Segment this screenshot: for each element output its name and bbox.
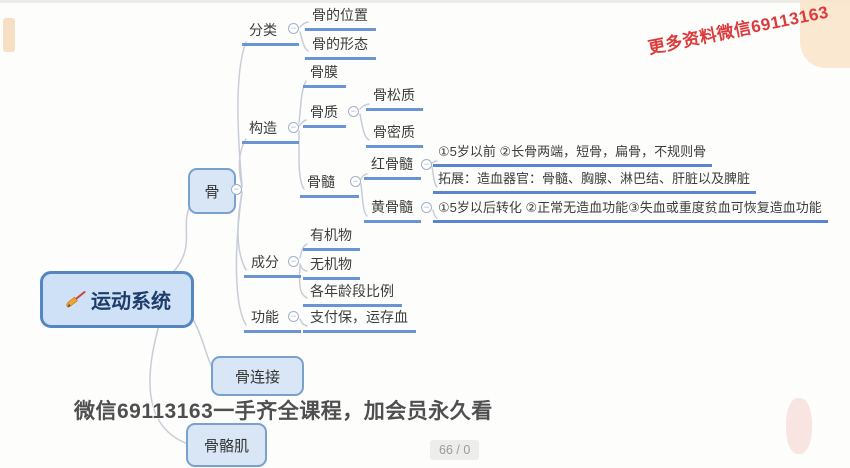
collapse-toggle-classification[interactable]: − (288, 23, 299, 34)
collapse-toggle-bone-substance[interactable]: − (348, 106, 359, 117)
collapse-toggle-bone[interactable]: − (231, 184, 242, 195)
topic-spongy-bone[interactable]: 骨松质 (366, 85, 423, 111)
topic-organic[interactable]: 有机物 (303, 225, 360, 251)
root-node-motor-system[interactable]: 运动系统 (40, 271, 194, 328)
collapse-toggle-marrow[interactable]: − (350, 176, 361, 187)
topic-classification[interactable]: 分类 (242, 20, 299, 46)
topic-function-note[interactable]: 支付保，运存血 (303, 307, 416, 333)
root-label: 运动系统 (91, 291, 171, 313)
topic-bone-substance[interactable]: 骨质 (303, 102, 346, 128)
topic-yellow-marrow[interactable]: 黄骨髓 (364, 197, 421, 223)
collapse-toggle-red-marrow[interactable]: − (421, 159, 432, 170)
node-bone-connection-label: 骨连接 (234, 368, 280, 386)
note-yellow-marrow[interactable]: ①5岁以后转化 ②正常无造血功能③失血或重度贫血可恢复造血功能 (433, 197, 828, 223)
topic-bone-position[interactable]: 骨的位置 (305, 5, 376, 31)
note-marrow-expand[interactable]: 拓展：造血器官：骨髓、胸腺、淋巴结、肝脏以及脾脏 (433, 168, 757, 194)
topic-periosteum[interactable]: 骨膜 (303, 62, 346, 88)
topic-age-ratio[interactable]: 各年龄段比例 (303, 281, 402, 307)
node-skeletal-muscle[interactable]: 骨骼肌 (186, 423, 267, 467)
topic-red-marrow[interactable]: 红骨髓 (364, 154, 421, 180)
topic-compact-bone[interactable]: 骨密质 (366, 122, 423, 148)
top-divider (0, 0, 850, 3)
collapse-toggle-structure[interactable]: − (288, 122, 299, 133)
watermark-bottom: 微信69113163一手齐全课程，加会员永久看 (74, 400, 493, 423)
collapse-toggle-composition[interactable]: − (288, 256, 299, 267)
topic-function[interactable]: 功能 (244, 307, 301, 333)
collapse-toggle-function[interactable]: − (288, 311, 299, 322)
page-indicator: 66 / 0 (430, 440, 480, 460)
topic-composition[interactable]: 成分 (244, 252, 301, 278)
node-bone-connection[interactable]: 骨连接 (211, 356, 304, 396)
pencil-icon (63, 288, 87, 312)
node-skeletal-muscle-label: 骨骼肌 (203, 437, 249, 455)
topic-structure[interactable]: 构造 (242, 118, 299, 144)
topic-marrow[interactable]: 骨髓 (300, 172, 359, 198)
node-bone[interactable]: 骨 (188, 168, 236, 214)
note-red-marrow[interactable]: ①5岁以前 ②长骨两端，短骨，扁骨，不规则骨 (433, 141, 713, 167)
collapse-toggle-yellow-marrow[interactable]: − (421, 202, 432, 213)
topic-inorganic[interactable]: 无机物 (303, 254, 360, 280)
node-bone-label: 骨 (204, 183, 220, 201)
topic-bone-shape[interactable]: 骨的形态 (305, 34, 376, 60)
